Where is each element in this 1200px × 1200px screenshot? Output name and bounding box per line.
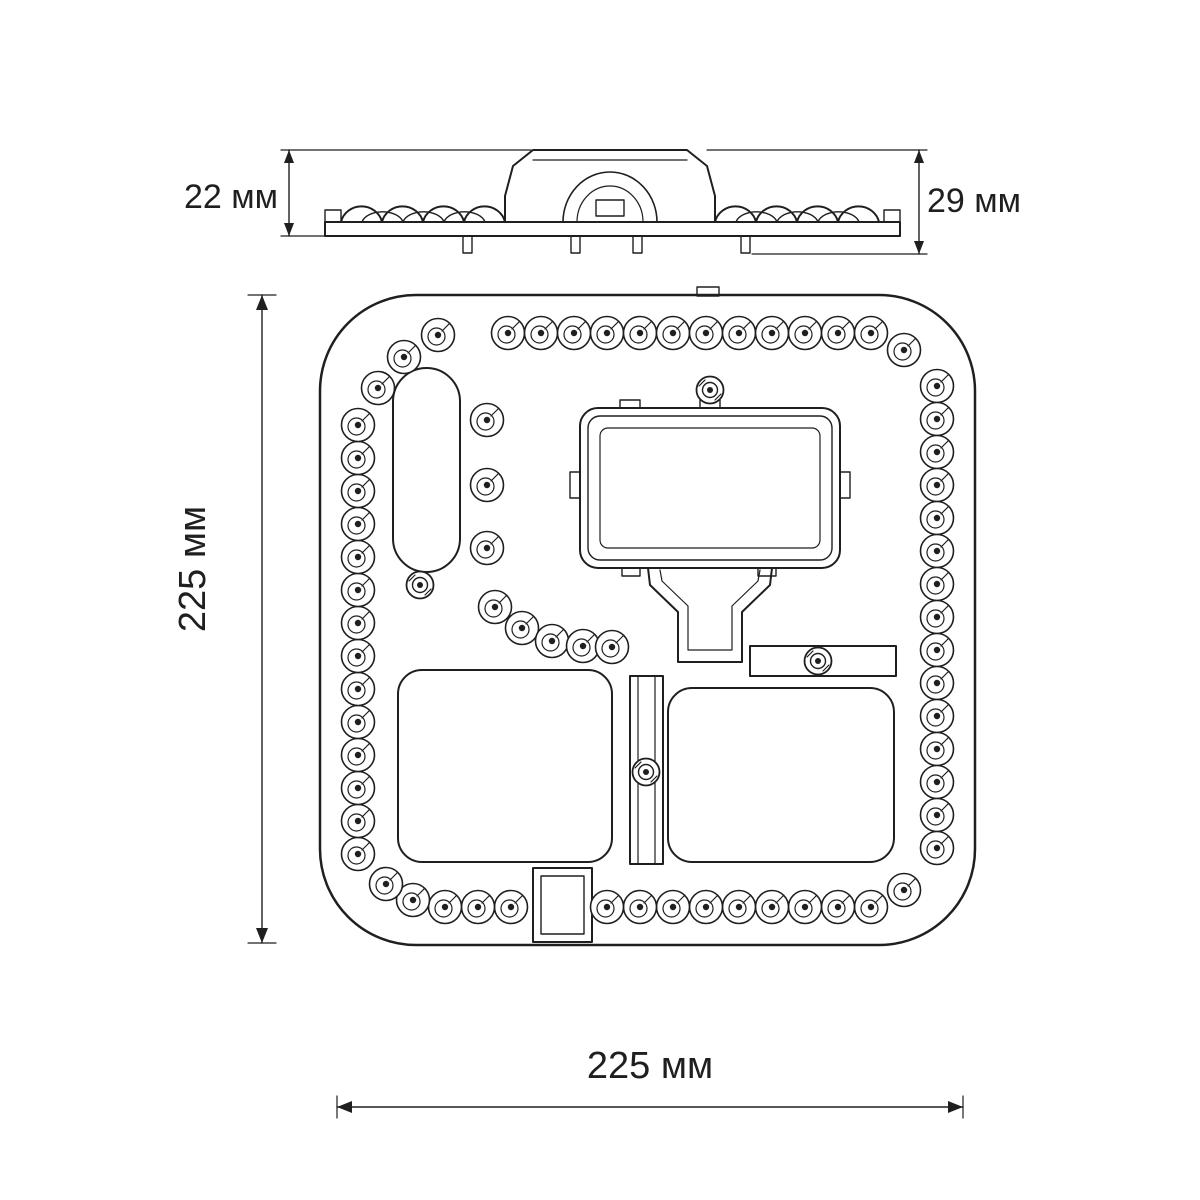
center-divider: [629, 675, 664, 865]
top-view: 225 мм 225 мм: [172, 286, 977, 1119]
dimension-height-225mm: 225 мм: [172, 294, 277, 944]
dimension-29mm: 29 мм: [706, 149, 1021, 255]
housing-center-block: [595, 199, 625, 217]
lens-bumps-right-inner: [735, 211, 860, 223]
side-view: 22 мм 29 мм: [184, 149, 1021, 255]
bracket-clip-left: [569, 471, 581, 499]
lens-bumps-left-inner: [361, 211, 486, 223]
dimension-22mm: 22 мм: [184, 149, 532, 237]
screw-left: [405, 570, 435, 600]
driver-bracket: [569, 399, 851, 577]
bracket-outer-wall: [579, 407, 841, 569]
mounting-pins: [462, 235, 751, 254]
dimension-width-225mm: 225 мм: [336, 1045, 964, 1119]
cross-bar: [749, 645, 897, 677]
plate-right-lip: [883, 209, 901, 223]
dim-label-width-225mm: 225 мм: [587, 1045, 713, 1087]
top-edge-tab: [696, 286, 720, 297]
cutout-slot: [392, 367, 461, 573]
base-plate: [324, 221, 901, 237]
screw-top: [695, 375, 725, 405]
bracket-inner-wall: [587, 415, 833, 561]
sensor-dome-outer: [562, 171, 658, 223]
cable-guide: [647, 567, 773, 663]
lens-bumps-left: [340, 205, 506, 223]
panel-bottom-right: [667, 687, 895, 863]
screw-right: [803, 646, 833, 676]
center-housing: [504, 149, 716, 223]
dim-label-29mm: 29 мм: [927, 182, 1021, 220]
lens-bumps-right: [714, 205, 880, 223]
bracket-window: [599, 427, 821, 549]
plate-left-lip: [324, 209, 342, 223]
module-profile: [324, 149, 901, 254]
sensor-dome-inner: [576, 185, 644, 223]
panel-bottom-left: [397, 669, 613, 863]
wire-connector: [532, 867, 593, 943]
dim-label-height-225mm: 225 мм: [172, 506, 214, 632]
board-interior: [392, 367, 897, 943]
dim-label-22mm: 22 мм: [184, 178, 278, 216]
board-outline: [318, 293, 977, 947]
screw-bottom: [631, 757, 661, 787]
bracket-clip-right: [839, 471, 851, 499]
